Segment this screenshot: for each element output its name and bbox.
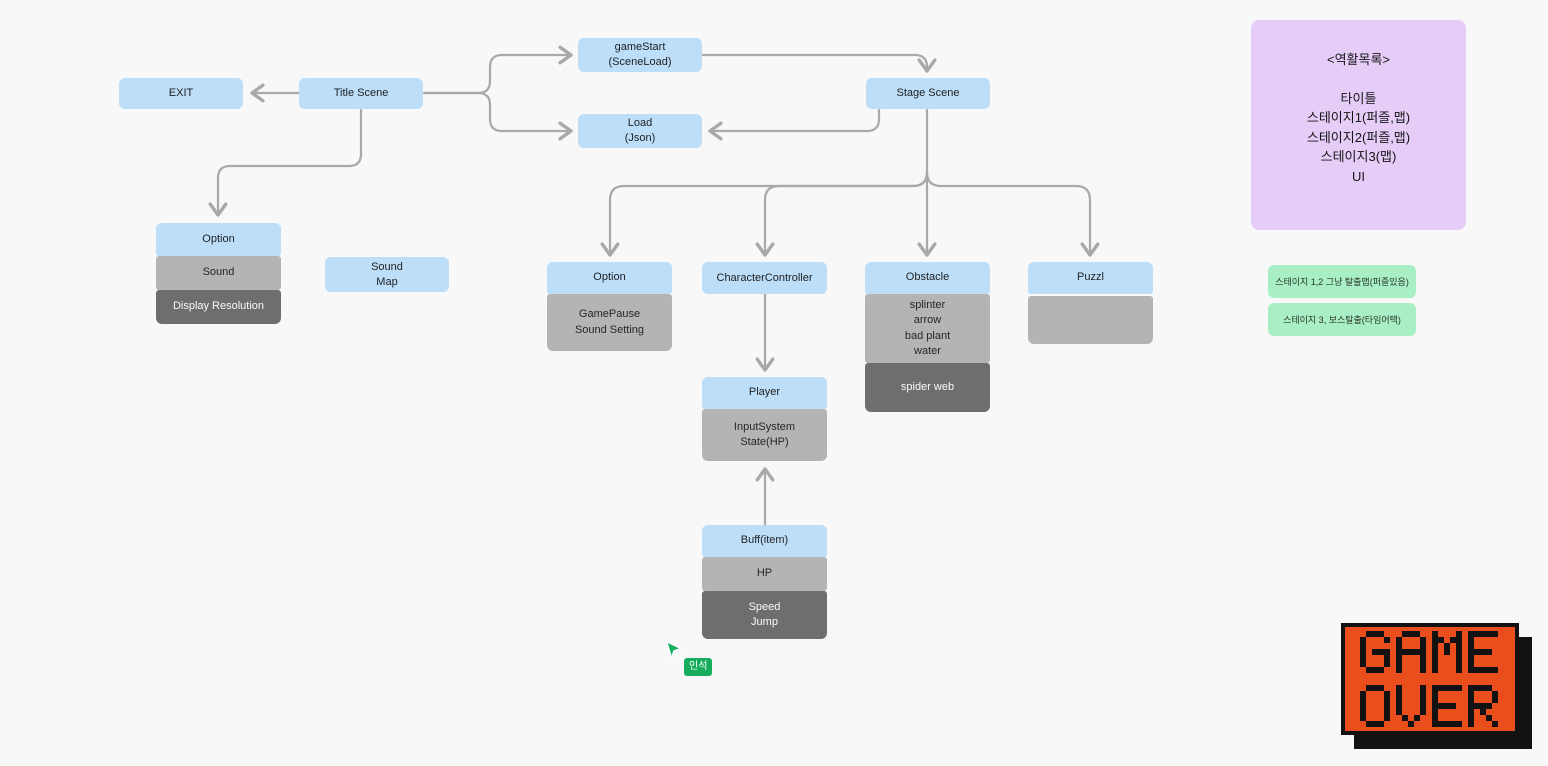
collaborator-name-badge: 인석 xyxy=(684,658,713,676)
node-buff-speed-jump[interactable]: Speed Jump xyxy=(702,591,827,639)
node-obstacle-body[interactable]: splinter arrow bad plant water xyxy=(865,294,990,363)
note-stage12[interactable]: 스테이지 1,2 그냥 탈출맵(퍼즐있음) xyxy=(1268,265,1416,298)
node-buff-hp[interactable]: HP xyxy=(702,557,827,591)
stack-buff: Buff(item) HP Speed Jump xyxy=(702,525,827,639)
edge-stagescene-load xyxy=(710,108,881,131)
stack-option-mid: Option GamePause Sound Setting xyxy=(547,262,672,351)
game-over-pixel-text xyxy=(1360,631,1498,727)
collaborator-cursor: 인석 xyxy=(663,640,723,680)
game-over-image[interactable] xyxy=(1341,623,1519,735)
stack-puzzle: Puzzl xyxy=(1028,262,1153,344)
node-option-left-sound[interactable]: Sound xyxy=(156,256,281,290)
node-load-json[interactable]: Load (Json) xyxy=(578,114,702,148)
node-option-left-display-resolution[interactable]: Display Resolution xyxy=(156,290,281,324)
node-obstacle-spider-web[interactable]: spider web xyxy=(865,363,990,412)
node-player-body[interactable]: InputSystem State(HP) xyxy=(702,409,827,461)
node-puzzle-header[interactable]: Puzzl xyxy=(1028,262,1153,294)
edge-stagescene-option2 xyxy=(610,170,929,255)
node-option-mid-body[interactable]: GamePause Sound Setting xyxy=(547,294,672,351)
edge-titlescene-gamestart xyxy=(422,55,571,95)
edge-stagescene-charactercontroller xyxy=(765,170,929,255)
node-option-mid-header[interactable]: Option xyxy=(547,262,672,294)
node-character-controller[interactable]: CharacterController xyxy=(702,262,827,294)
stack-obstacle: Obstacle splinter arrow bad plant water … xyxy=(865,262,990,412)
stack-player: Player InputSystem State(HP) xyxy=(702,377,827,461)
edge-titlescene-option xyxy=(218,108,363,215)
node-obstacle-header[interactable]: Obstacle xyxy=(865,262,990,294)
edge-titlescene-load xyxy=(422,91,571,131)
node-player-header[interactable]: Player xyxy=(702,377,827,409)
role-list-title: <역활목록> xyxy=(1326,52,1391,67)
node-exit[interactable]: EXIT xyxy=(119,78,243,109)
node-sound-map[interactable]: Sound Map xyxy=(325,257,449,292)
node-stage-scene[interactable]: Stage Scene xyxy=(866,78,990,109)
edge-gamestart-stagescene xyxy=(700,53,927,71)
node-buff-header[interactable]: Buff(item) xyxy=(702,525,827,557)
role-list-items: 타이틀 스테이지1(퍼즐,맵) 스테이지2(퍼즐,맵) 스테이지3(맵) UI xyxy=(1306,90,1411,184)
node-option-left-header[interactable]: Option xyxy=(156,223,281,256)
note-stage3[interactable]: 스테이지 3, 보스탈출(타임어택) xyxy=(1268,303,1416,336)
edge-stagescene-puzzle xyxy=(925,170,1090,255)
node-title-scene[interactable]: Title Scene xyxy=(299,78,423,109)
node-puzzle-body[interactable] xyxy=(1028,296,1153,344)
note-role-list[interactable]: <역활목록> 타이틀 스테이지1(퍼즐,맵) 스테이지2(퍼즐,맵) 스테이지3… xyxy=(1251,20,1466,230)
cursor-arrow-icon xyxy=(666,641,682,660)
node-gamestart[interactable]: gameStart (SceneLoad) xyxy=(578,38,702,72)
stack-option-left: Option Sound Display Resolution xyxy=(156,223,281,324)
